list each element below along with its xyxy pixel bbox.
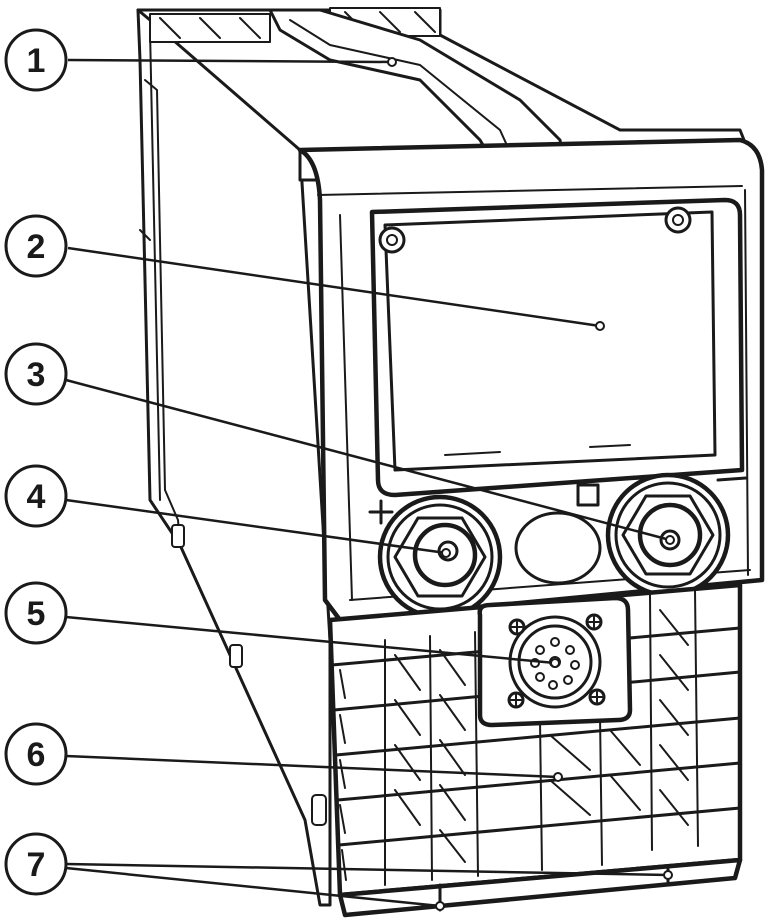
callout-3: 3 [4,342,675,545]
callout-1: 1 [4,28,397,92]
callout-2: 2 [4,214,605,331]
callout-6: 6 [4,722,563,786]
positive-socket [377,494,503,620]
callout-5: 5 [4,581,560,668]
callout-target-dot [663,870,673,880]
housing-side-panel [136,8,332,907]
callout-number: 5 [27,595,46,633]
callout-number: 2 [27,228,46,266]
display-window [369,197,745,498]
callout-4: 4 [4,464,451,558]
callout-number: 1 [27,42,46,80]
callout-number: 7 [27,846,46,884]
negative-socket [605,472,731,598]
callout-target-dot [387,57,397,67]
callout-number: 6 [27,736,46,774]
callout-target-dot [553,772,563,782]
callout-target-dot [595,321,605,331]
callout-target-dot [441,548,451,558]
callout-target-dot [550,658,560,668]
callout-number: 3 [27,356,46,394]
ventilation-grille [327,582,743,898]
callout-target-dot [665,535,675,545]
callout-target-dot [435,901,445,911]
control-connector [477,595,633,728]
callout-number: 4 [27,478,46,516]
callout-7: 7 [4,832,673,911]
